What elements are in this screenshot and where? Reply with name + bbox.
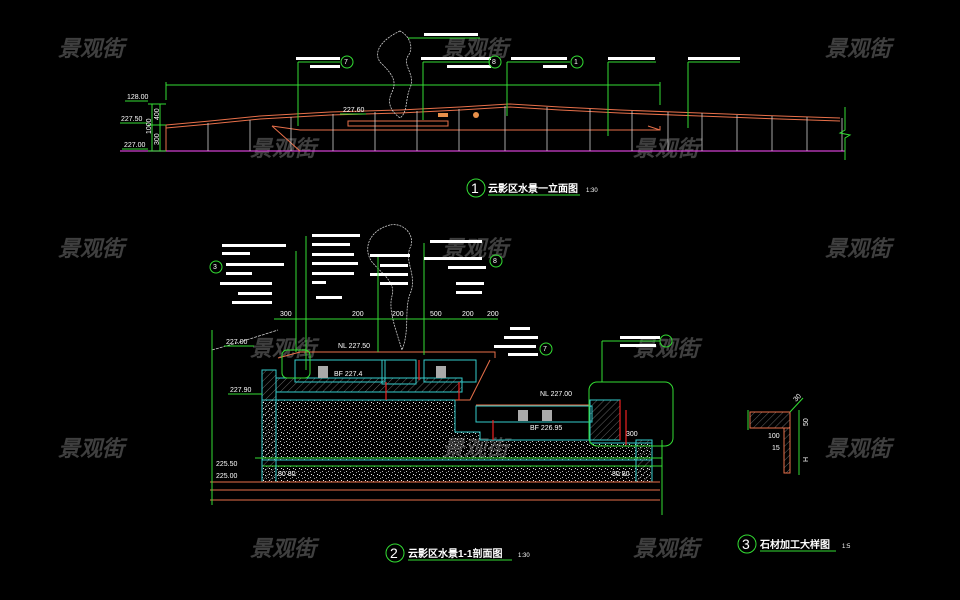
dim-label: 30	[792, 393, 803, 404]
callout-circle	[340, 55, 354, 69]
watermark: 景观街	[250, 137, 320, 162]
dim-label: 200	[487, 311, 499, 318]
watermark: 景观街	[250, 537, 320, 562]
elevation-label: 227.60	[343, 107, 365, 114]
dim-label: 80 80	[278, 471, 296, 478]
callout-number: 1	[574, 59, 578, 66]
elevation-label: 227.50	[121, 116, 143, 123]
watermark: 景观街	[825, 237, 895, 262]
dim-label: 50	[803, 418, 810, 426]
detail-highlight	[588, 381, 674, 447]
elevation-label: 227.90	[230, 387, 252, 394]
sculpture-outline	[377, 30, 412, 119]
section-drawing: 300 200 200 500 200 200 300 80 80 80 80 …	[209, 224, 674, 563]
dim-label: H	[803, 457, 810, 462]
elevation-callouts: 7 8 1	[296, 33, 740, 136]
elevation-label: 225.00	[216, 473, 238, 480]
dim-label: 100	[768, 433, 780, 440]
drawing-title-2: 2 云影区水景1-1剖面图 1:30	[385, 543, 530, 563]
drawing-title: 云影区水景1-1剖面图	[408, 547, 502, 560]
watermark: 景观街	[825, 437, 895, 462]
dim-label: 80 80	[612, 471, 630, 478]
dim-label: 15	[772, 445, 780, 452]
dim-label: 300	[280, 311, 292, 318]
dim-label: 500	[430, 311, 442, 318]
dim-label: 200	[392, 311, 404, 318]
drawing-title: 云影区水景一立面图	[488, 182, 578, 195]
dim-label: 300	[626, 431, 638, 438]
elevation-label: 128.00	[127, 94, 149, 101]
water-level-label: NL 227.00	[540, 391, 572, 398]
drawing-scale: 1:30	[518, 553, 530, 559]
watermark: 景观街	[825, 37, 895, 62]
dim-label: 300	[154, 133, 161, 145]
pool-bottom-label: BF 227.4	[334, 371, 363, 378]
elevation-label: 225.50	[216, 461, 238, 468]
watermark: 景观街	[250, 337, 320, 362]
callout-number: 7	[344, 59, 348, 66]
callout-number: 3	[213, 264, 217, 271]
drawing-title: 石材加工大样图	[759, 538, 830, 551]
pool-bottom-label: BF 226.95	[530, 425, 562, 432]
drawing-scale: 1:5	[842, 544, 851, 550]
drawing-title-3: 3 石材加工大样图 1:5	[737, 534, 851, 554]
callout-circle	[488, 55, 502, 69]
watermark: 景观街	[633, 537, 703, 562]
water-level-label: NL 227.50	[338, 343, 370, 350]
watermark: 景观街	[58, 237, 128, 262]
drawing-number: 1	[471, 180, 479, 196]
callout-number: 7	[543, 346, 547, 353]
dim-label: 1000	[146, 118, 153, 134]
dim-label: 200	[462, 311, 474, 318]
section-elevations: 227.00 227.90 225.50 225.00 NL 227.50 BF…	[216, 339, 572, 480]
callout-circle	[570, 55, 584, 69]
callout-number: 8	[493, 258, 497, 265]
callout-number: 8	[492, 59, 496, 66]
elevation-label: 227.00	[226, 339, 248, 346]
section-dimensions: 300 200 200 500 200 200 300 80 80 80 80	[278, 311, 638, 478]
dim-label: 200	[352, 311, 364, 318]
dim-label: 400	[154, 108, 161, 120]
drawing-number: 3	[742, 536, 750, 552]
section-callouts: 3 8 7	[209, 234, 673, 382]
elevation-label: 227.00	[124, 142, 146, 149]
watermark: 景观街	[58, 437, 128, 462]
watermark: 景观街	[58, 37, 128, 62]
wall-top	[165, 103, 841, 126]
elevation-drawing: 128.00 227.50 227.00 400 1000 300 227.60…	[120, 30, 852, 198]
drawing-number: 2	[390, 545, 398, 561]
elevation-left-dimensions: 128.00 227.50 227.00 400 1000 300	[120, 94, 166, 152]
drawing-scale: 1:30	[586, 188, 598, 194]
stone-detail-drawing: 30 50 100 15 H 3 石材加工大样图 1:5	[737, 393, 851, 554]
drawing-title-1: 1 云影区水景一立面图 1:30	[466, 178, 598, 198]
sculpture-outline	[367, 224, 413, 352]
